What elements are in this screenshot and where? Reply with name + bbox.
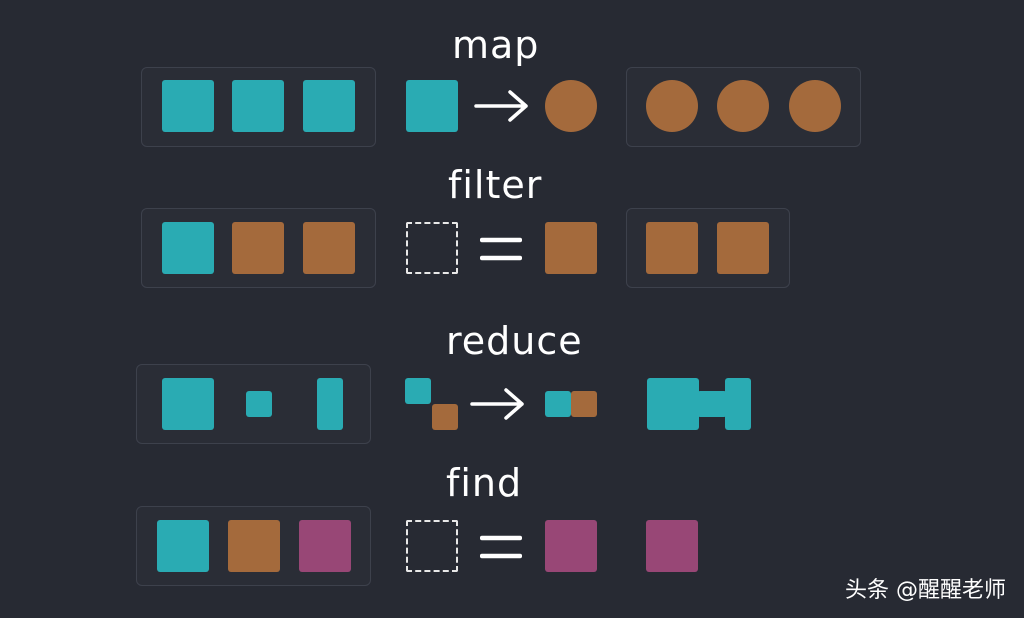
filter-empty-slot (406, 222, 458, 274)
reduce-combined-teal (545, 391, 571, 417)
filter-output-item-2 (717, 222, 769, 274)
find-equals-icon (480, 535, 522, 559)
filter-title: filter (448, 163, 543, 207)
reduce-title: reduce (446, 319, 583, 363)
reduce-result-left (647, 378, 699, 430)
filter-example-square (545, 222, 597, 274)
filter-input-item-1 (162, 222, 214, 274)
reduce-input-item-2 (246, 391, 272, 417)
reduce-pair-teal (405, 378, 431, 404)
find-input-item-3 (299, 520, 351, 572)
map-input-item-1 (162, 80, 214, 132)
filter-equals-icon (480, 237, 522, 261)
reduce-combined-brown (571, 391, 597, 417)
find-input-item-2 (228, 520, 280, 572)
find-empty-slot (406, 520, 458, 572)
find-result-square (646, 520, 698, 572)
map-output-item-2 (717, 80, 769, 132)
find-input-item-1 (157, 520, 209, 572)
map-input-item-2 (232, 80, 284, 132)
map-arrow-icon (474, 90, 528, 122)
reduce-result-right (725, 378, 751, 430)
map-title: map (452, 23, 540, 67)
map-example-square (406, 80, 458, 132)
filter-input-item-2 (232, 222, 284, 274)
filter-output-item-1 (646, 222, 698, 274)
reduce-arrow-icon (470, 388, 524, 420)
map-output-item-3 (789, 80, 841, 132)
find-title: find (446, 461, 523, 505)
filter-input-item-3 (303, 222, 355, 274)
reduce-input-item-3 (317, 378, 343, 430)
watermark: 头条 @醒醒老师 (845, 578, 1006, 603)
find-example-square (545, 520, 597, 572)
map-output-item-1 (646, 80, 698, 132)
map-example-circle (545, 80, 597, 132)
reduce-input-item-1 (162, 378, 214, 430)
reduce-pair-brown (432, 404, 458, 430)
reduce-result-middle (697, 391, 727, 417)
map-input-item-3 (303, 80, 355, 132)
